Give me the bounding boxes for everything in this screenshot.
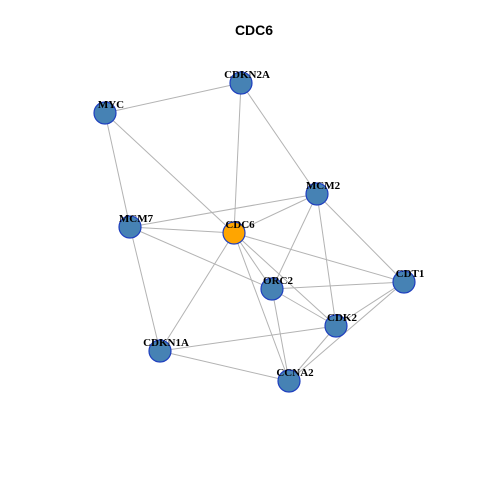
edge-myc-mcm7: [104, 112, 131, 228]
node-label-cdkn1a: CDKN1A: [143, 337, 189, 349]
node-mcm2: MCM2: [305, 180, 341, 206]
edge-cdc6-cdk2: [233, 232, 337, 327]
edge-cdc6-cdkn1a: [159, 232, 235, 352]
edge-cdk2-cdkn1a: [159, 325, 337, 352]
node-label-cdc6: CDC6: [225, 219, 255, 231]
node-label-ccna2: CCNA2: [276, 367, 314, 379]
edge-cdt1-cdk2: [335, 281, 405, 327]
node-label-orc2: ORC2: [263, 275, 293, 287]
edge-mcm2-mcm7: [129, 193, 318, 228]
node-circle-myc: [93, 101, 117, 125]
edge-myc-cdkn2a: [104, 82, 242, 114]
edge-cdc6-ccna2: [233, 232, 290, 382]
node-label-cdk2: CDK2: [327, 312, 357, 324]
node-label-mcm7: MCM7: [119, 213, 154, 225]
edge-cdkn2a-cdc6: [233, 82, 242, 234]
node-ccna2: CCNA2: [276, 367, 314, 393]
node-cdkn1a: CDKN1A: [143, 337, 189, 363]
diagram-title: CDC6: [235, 22, 273, 38]
node-circle-cdk2: [324, 314, 348, 338]
edge-cdk2-ccna2: [288, 325, 337, 382]
node-circle-cdt1: [392, 270, 416, 294]
node-cdt1: CDT1: [392, 268, 425, 294]
node-mcm7: MCM7: [118, 213, 154, 239]
edge-mcm7-orc2: [129, 226, 273, 290]
edge-mcm7-cdc6: [129, 226, 235, 234]
edge-orc2-cdt1: [271, 281, 405, 290]
edge-mcm2-cdt1: [316, 193, 405, 283]
node-circle-cdkn2a: [229, 71, 253, 95]
node-cdc6: CDC6: [222, 219, 255, 245]
node-myc: MYC: [93, 99, 124, 125]
node-cdk2: CDK2: [324, 312, 357, 338]
node-label-mcm2: MCM2: [306, 180, 341, 192]
edge-cdkn1a-ccna2: [159, 350, 290, 382]
node-orc2: ORC2: [260, 275, 293, 301]
edge-myc-cdc6: [104, 112, 235, 234]
node-circle-orc2: [260, 277, 284, 301]
edge-mcm7-cdkn1a: [129, 226, 161, 352]
node-circle-ccna2: [277, 369, 301, 393]
node-label-cdt1: CDT1: [396, 268, 425, 280]
node-cdkn2a: CDKN2A: [224, 69, 270, 95]
edge-mcm2-orc2: [271, 193, 318, 290]
edge-orc2-ccna2: [271, 288, 290, 382]
edge-cdc6-cdt1: [233, 232, 405, 283]
node-circle-mcm2: [305, 182, 329, 206]
edge-cdkn2a-mcm2: [240, 82, 318, 195]
edge-cdt1-ccna2: [288, 281, 405, 382]
node-circle-mcm7: [118, 215, 142, 239]
node-label-cdkn2a: CDKN2A: [224, 69, 270, 81]
edge-mcm2-cdc6: [233, 193, 318, 234]
node-circle-cdkn1a: [148, 339, 172, 363]
node-circle-cdc6: [222, 221, 246, 245]
node-label-myc: MYC: [98, 99, 124, 111]
edge-orc2-cdk2: [271, 288, 337, 327]
